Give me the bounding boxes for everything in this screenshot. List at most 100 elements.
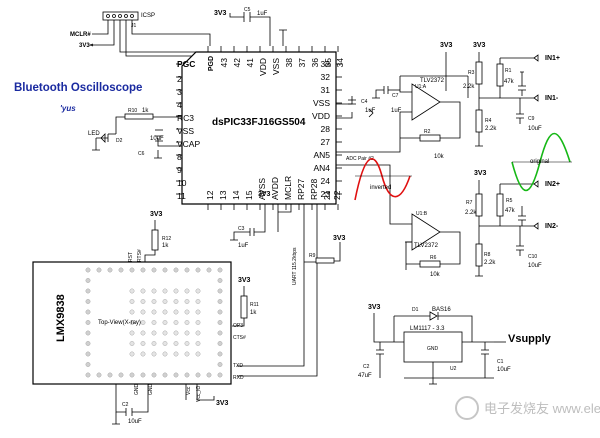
u1a-ref: U1:A (415, 84, 427, 90)
bt-module-pad (184, 309, 190, 315)
r3-ref: R3 (468, 70, 475, 76)
bt-module-pad (151, 267, 157, 273)
bt-module-pad (173, 320, 179, 325)
r10-value: 1k (142, 108, 149, 114)
d2-ref: D2 (116, 138, 123, 144)
bt-module-pad (151, 330, 157, 336)
r12-resistor: 3V3 R12 1k (144, 211, 171, 262)
r11-resistor: 3V3 R11 1k (232, 277, 259, 327)
j1-label: J1 (131, 23, 137, 29)
r2-ref: R2 (424, 129, 431, 135)
bt-module-pad (217, 309, 223, 315)
r11-3v3-label: 3V3 (238, 277, 251, 284)
c4-value: 1uF (365, 108, 376, 114)
bt-module-pad (118, 372, 124, 378)
r12-value: 1k (162, 243, 169, 249)
pin-11: 11 (177, 191, 186, 201)
in1p-label: IN1+ (545, 55, 560, 62)
pin-mclr: MCLR (283, 176, 293, 200)
pin-vcap: VCAP (177, 139, 200, 149)
r7-ref: R7 (466, 200, 473, 206)
c10-value: 10uF (528, 263, 542, 269)
pin-14: 14 (231, 190, 241, 200)
r7-3v3-label: 3V3 (474, 170, 487, 177)
pin-32: 32 (321, 72, 331, 82)
pin-4: 4 (177, 100, 182, 110)
avdd-3v3-label: 3V3 (258, 191, 271, 198)
d1-ref: D1 (412, 307, 419, 313)
r6-value: 10k (430, 272, 441, 278)
led-circuit: R10 1k LED D2 10uF C6 (88, 108, 182, 159)
r1-ref: R1 (505, 68, 512, 74)
regulator-part: LM1117 - 3.3 (410, 326, 445, 332)
pin-8: 8 (177, 152, 182, 162)
bt-module-pad (85, 299, 91, 304)
pin-43: 43 (219, 58, 229, 68)
bt-module-pad (217, 267, 223, 273)
r10-ref: R10 (128, 108, 137, 114)
bt-module-view: Top-View(X-ray) (98, 320, 141, 326)
r12-3v3-label: 3V3 (150, 211, 163, 218)
pin-vss-right: VSS (313, 98, 330, 108)
c2-value: 47uF (358, 373, 372, 379)
bt-module-pad (151, 372, 157, 378)
bt-module-pad (184, 351, 190, 357)
original-label: original (530, 159, 549, 165)
regulator-circuit: 3V3 LM1117 - 3.3 GND U2 C2 47uF C1 10uF … (358, 304, 552, 385)
author-label: 'yus (60, 104, 76, 113)
bt-module-pad (151, 309, 157, 315)
r4-ref: R4 (485, 118, 492, 124)
pin-pgc: PGC (177, 59, 195, 69)
vcc-pin: Vcc (186, 386, 192, 395)
mcu-part-label: dsPIC33FJ16GS504 (212, 117, 306, 128)
bt-module-pad (184, 341, 190, 346)
pin-pgd: PGD (208, 56, 215, 71)
bt-module-pad (173, 351, 179, 357)
rxd-pin: RXD (233, 375, 244, 381)
gnd-pin-1: GND (134, 384, 140, 396)
pin-34: 34 (335, 58, 345, 68)
pin-38: 38 (284, 58, 294, 68)
uart-lines: UART 115.2kbps R9 3V3 (237, 204, 346, 377)
bt-module-name: LMX9838 (55, 294, 67, 342)
pin-9: 9 (177, 165, 182, 175)
c7-value: 1uF (391, 108, 402, 114)
bt-module-pad (85, 351, 91, 357)
bt-module-pad (217, 299, 223, 304)
d1-part: BAS16 (432, 307, 451, 313)
bt-module-pad (173, 330, 179, 336)
c6-value: 10uF (150, 136, 164, 142)
bt-module-pad (162, 309, 168, 315)
bt-module-pad (85, 330, 91, 336)
bt-module-pad (217, 372, 223, 378)
r5-ref: R5 (506, 198, 513, 204)
vccio-pin: Vcc_IO (196, 385, 202, 402)
bt-module-pad (151, 299, 157, 304)
bt-module-pad (129, 330, 135, 336)
bt-module-pad (184, 330, 190, 336)
in2p-label: IN2+ (545, 181, 560, 188)
r3-value: 2.2k (463, 84, 475, 90)
bt-module-pad (129, 309, 135, 315)
r11-value: 1k (250, 310, 257, 316)
pin-vss-left: VSS (177, 126, 194, 136)
pin-36: 36 (310, 58, 320, 68)
bt-module-pad (195, 372, 201, 378)
bt-module-pad (85, 288, 91, 294)
in2m-label: IN2- (545, 223, 559, 230)
dspic-mcu: PGC 2 3 4 RC3 VSS VCAP 8 9 10 11 33 32 3… (176, 46, 345, 210)
icsp-label: ICSP (141, 13, 155, 19)
bt-module-pad (129, 372, 135, 378)
bt-module-pad (96, 372, 102, 378)
led-label: LED (88, 131, 100, 137)
bt-module-pad (107, 267, 113, 273)
pin-41: 41 (245, 58, 255, 68)
r9-3v3-label: 3V3 (333, 235, 346, 242)
u1b-part: TLV2372 (414, 243, 439, 249)
r12-ref: R12 (162, 236, 171, 242)
bt-module-pad (162, 372, 168, 378)
bt-module-pad (151, 288, 157, 294)
pin-21: 21 (322, 190, 332, 200)
bt-module-pad (173, 372, 179, 378)
mclr-net-label: MCLR# (70, 32, 91, 38)
